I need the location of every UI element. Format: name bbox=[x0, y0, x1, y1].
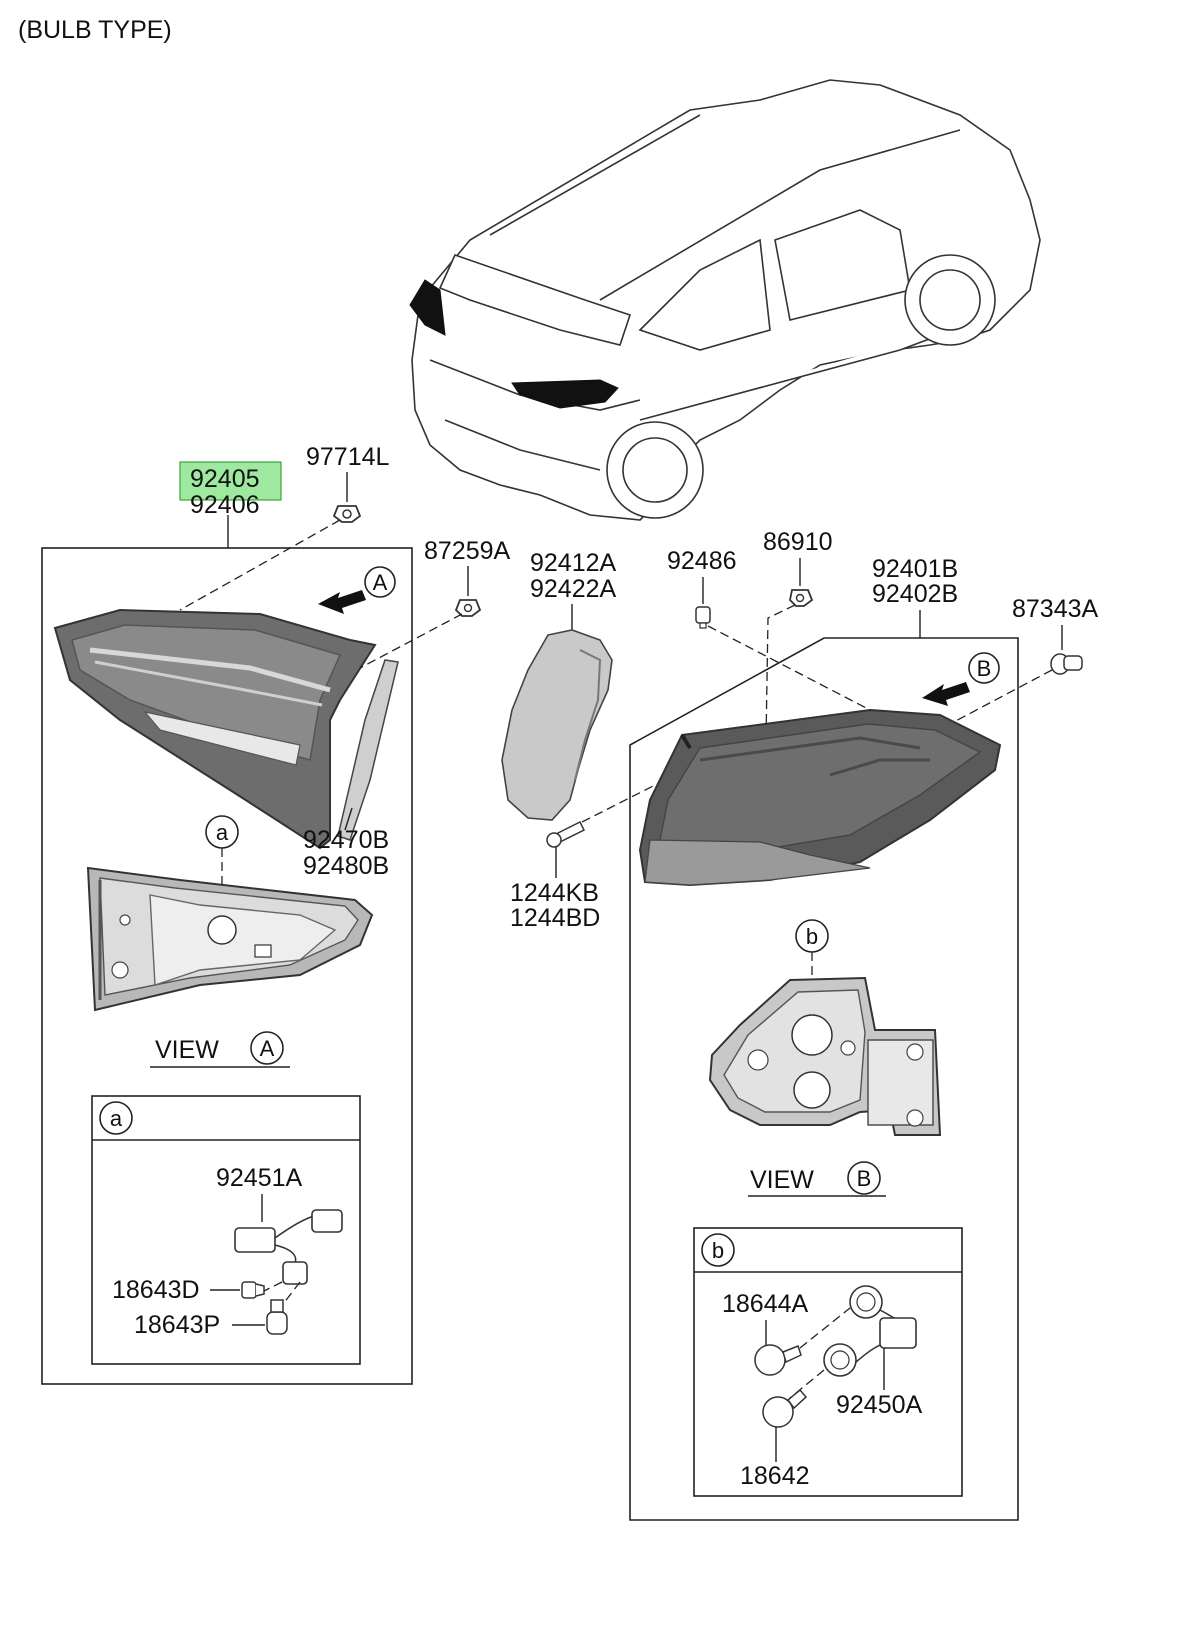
part-label-92480B[interactable]: 92480B bbox=[303, 852, 389, 880]
clip-87259A-dash bbox=[359, 613, 463, 669]
detail-a-circle bbox=[99, 1101, 133, 1135]
housing-cover-part[interactable] bbox=[501, 629, 613, 821]
part-label-87343A[interactable]: 87343A bbox=[1012, 595, 1099, 623]
part-label-92451A[interactable]: 92451A bbox=[216, 1164, 303, 1192]
outer-lamp-frame bbox=[629, 637, 1019, 1521]
vehicle-right-tail-lamp bbox=[511, 379, 619, 409]
outer-tail-lamp-part[interactable] bbox=[638, 708, 1002, 887]
inner-tail-lamp-part[interactable] bbox=[53, 608, 377, 850]
part-label-92401B[interactable]: 92401B bbox=[872, 555, 958, 583]
inner-lamp-rear-view bbox=[86, 866, 374, 1012]
part-label-1244BD[interactable]: 1244BD bbox=[510, 904, 600, 932]
highlight-box bbox=[179, 461, 282, 501]
inner-gasket-part[interactable] bbox=[337, 659, 399, 841]
view-b-arrow-icon bbox=[922, 682, 970, 706]
view-a-label: VIEW bbox=[155, 1036, 219, 1064]
part-label-92405[interactable]: 92405 bbox=[190, 465, 260, 493]
bulb-a1-dash bbox=[261, 1281, 283, 1293]
detail-b-circle bbox=[701, 1233, 735, 1267]
part-label-92486[interactable]: 92486 bbox=[667, 547, 737, 575]
detail-box-b bbox=[693, 1227, 963, 1497]
part-label-18643D[interactable]: 18643D bbox=[112, 1276, 200, 1304]
part-label-92402B[interactable]: 92402B bbox=[872, 580, 958, 608]
part-label-18643P[interactable]: 18643P bbox=[134, 1311, 220, 1339]
diagram-title: (BULB TYPE) bbox=[18, 16, 172, 44]
part-label-92406[interactable]: 92406 bbox=[190, 491, 260, 519]
callout-b-letter: b bbox=[806, 924, 818, 949]
view-a-arrow-icon bbox=[318, 590, 366, 614]
view-b-letter: B bbox=[857, 1166, 872, 1191]
retainer-dash bbox=[707, 625, 871, 711]
grommet-87343A-icon bbox=[1050, 653, 1083, 675]
part-label-92422A[interactable]: 92422A bbox=[530, 575, 617, 603]
part-label-92450A[interactable]: 92450A bbox=[836, 1391, 923, 1419]
detail-b-letter: b bbox=[712, 1238, 724, 1263]
bulb-18642-icon bbox=[762, 1388, 808, 1428]
bulb-a2-dash bbox=[279, 1281, 301, 1309]
part-label-18644A[interactable]: 18644A bbox=[722, 1290, 809, 1318]
part-label-87259A[interactable]: 87259A bbox=[424, 537, 511, 565]
part-label-97714L[interactable]: 97714L bbox=[306, 443, 390, 471]
clip-87259A-icon bbox=[454, 599, 482, 617]
detail-box-a bbox=[91, 1095, 361, 1365]
part-label-1244KB[interactable]: 1244KB bbox=[510, 879, 599, 907]
vehicle-left-tail-lamp bbox=[409, 279, 446, 336]
callout-B-circle bbox=[968, 652, 1000, 684]
nut-dash-line bbox=[179, 519, 341, 611]
part-label-92470B[interactable]: 92470B bbox=[303, 826, 389, 854]
gasket-leader bbox=[344, 807, 353, 831]
view-b-label: VIEW bbox=[750, 1166, 814, 1194]
view-a-circle bbox=[250, 1031, 284, 1065]
socket-wiring-92451A-icon bbox=[234, 1209, 343, 1285]
screw-dash-line bbox=[581, 779, 666, 823]
callout-B-letter: B bbox=[977, 656, 992, 681]
view-b-circle bbox=[847, 1161, 881, 1195]
callout-A-letter: A bbox=[373, 570, 388, 595]
part-label-92412A[interactable]: 92412A bbox=[530, 549, 617, 577]
socket-wiring-92450A-icon bbox=[823, 1285, 917, 1377]
detail-a-letter: a bbox=[110, 1106, 123, 1131]
outer-lamp-rear-view bbox=[708, 976, 942, 1136]
bulb-b1-dash bbox=[799, 1307, 851, 1349]
retainer-92486-icon bbox=[695, 606, 711, 629]
view-a-letter: A bbox=[260, 1036, 275, 1061]
screw-1244KB-icon bbox=[546, 820, 586, 848]
part-label-86910[interactable]: 86910 bbox=[763, 528, 833, 556]
nut-97714L-icon bbox=[332, 505, 362, 523]
bulb-18644A-icon bbox=[754, 1344, 802, 1376]
callout-a-letter: a bbox=[216, 820, 229, 845]
grommet-dash bbox=[949, 669, 1053, 725]
clip-86910-dash bbox=[765, 604, 796, 741]
inner-lamp-frame bbox=[41, 547, 413, 1385]
clip-86910-icon bbox=[789, 589, 814, 607]
vehicle-illustration bbox=[409, 79, 1041, 521]
part-label-18642[interactable]: 18642 bbox=[740, 1462, 810, 1490]
bulb-18643P-icon bbox=[266, 1299, 288, 1335]
callout-A-circle bbox=[364, 566, 396, 598]
bulb-18643D-icon bbox=[241, 1281, 265, 1299]
